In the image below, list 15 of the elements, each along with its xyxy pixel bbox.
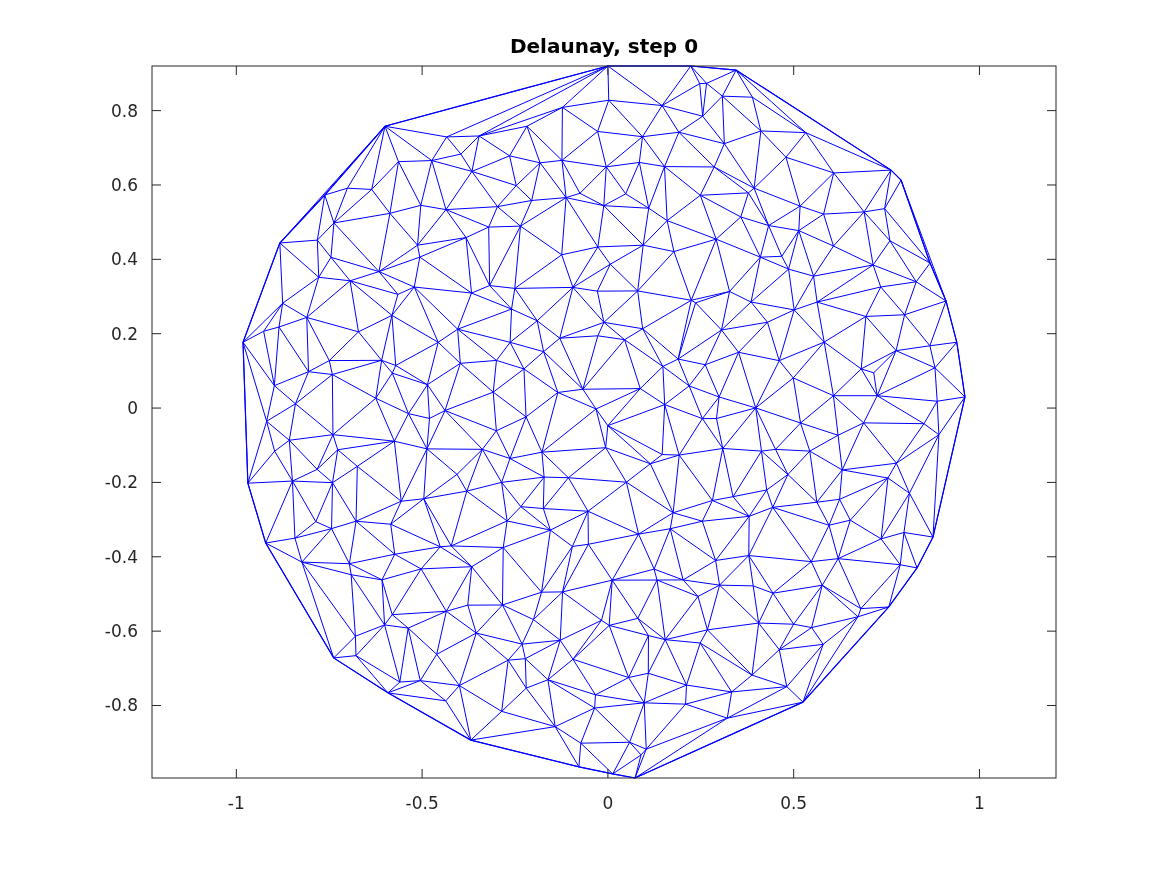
x-tick-label: -1 <box>227 795 245 812</box>
x-tick-label: 1 <box>974 795 985 812</box>
x-tick-label: 0 <box>602 795 614 812</box>
chart-title: Delaunay, step 0 <box>509 36 699 56</box>
y-tick-label: -0.8 <box>104 697 138 714</box>
y-tick-label: 0.2 <box>110 325 138 343</box>
y-tick-label: -0.6 <box>104 622 138 640</box>
y-tick-label: 0.6 <box>110 176 138 194</box>
y-tick-label: -0.4 <box>104 548 138 566</box>
y-tick-label: 0.4 <box>110 250 138 268</box>
y-tick-label: 0.8 <box>110 102 138 120</box>
y-tick-label: 0 <box>127 399 138 417</box>
y-tick-label: -0.2 <box>104 473 138 491</box>
x-tick-label: 0.5 <box>780 795 808 812</box>
x-tick-label: -0.5 <box>405 795 439 812</box>
